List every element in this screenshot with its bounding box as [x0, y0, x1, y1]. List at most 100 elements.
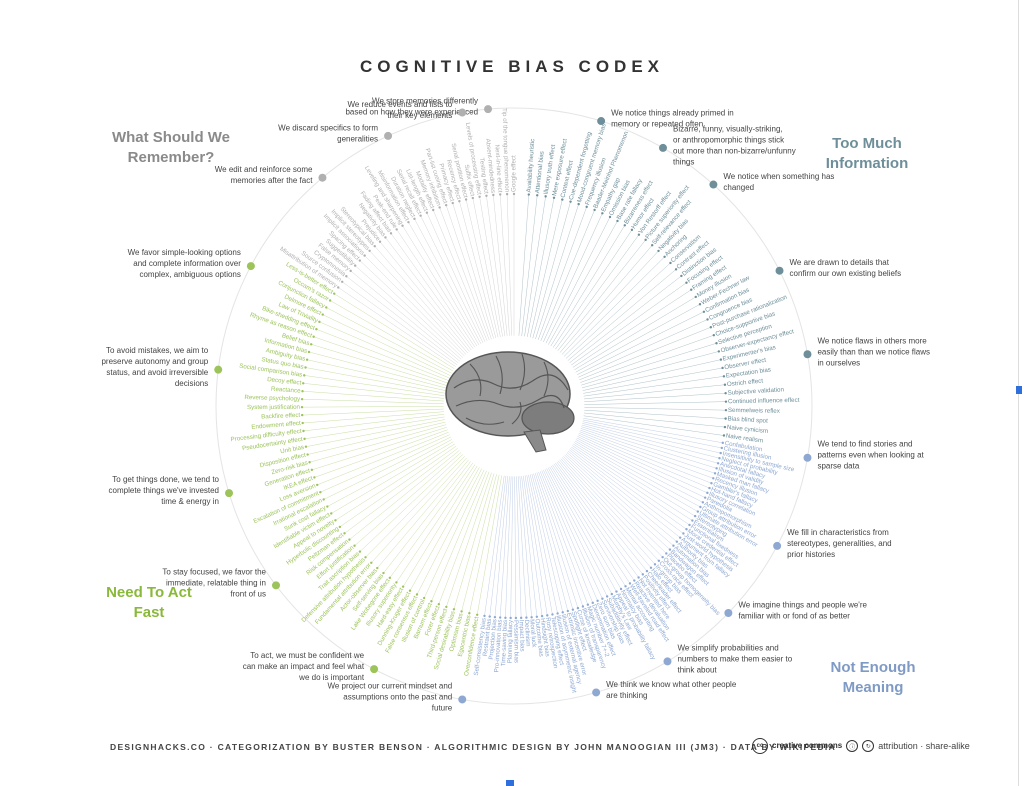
bias-label: Planning fallacy — [507, 619, 515, 663]
branch-line — [546, 468, 613, 595]
branch-dot — [408, 589, 412, 592]
branch-line — [445, 205, 492, 340]
branch-line — [580, 429, 714, 479]
branch-line — [335, 443, 455, 521]
branch-line — [517, 476, 527, 618]
selection-handle-bottom[interactable] — [506, 780, 514, 786]
branch-line — [571, 446, 687, 530]
branch-dot — [645, 569, 649, 573]
branch-line — [521, 195, 538, 337]
branch-dot — [313, 476, 316, 479]
branch-dot — [445, 605, 448, 609]
bias-label: Ostrich effect — [727, 378, 764, 389]
branch-line — [476, 475, 503, 615]
branch-line — [549, 466, 622, 590]
branch-dot — [551, 613, 554, 616]
group-dot — [225, 489, 234, 498]
branch-dot — [663, 255, 666, 258]
branch-line — [359, 260, 463, 358]
branch-dot — [719, 451, 722, 455]
bias-label: Semmelweis reflex — [728, 407, 781, 415]
branch-line — [349, 450, 460, 540]
branch-line — [346, 276, 459, 364]
branch-dot — [720, 446, 724, 450]
branch-dot — [302, 382, 305, 385]
branch-line — [565, 262, 671, 359]
bias-label: Google effect — [511, 155, 518, 192]
branch-dot — [624, 585, 627, 588]
branch-dot — [301, 390, 304, 393]
branch-dot — [309, 343, 313, 346]
group-dot — [803, 453, 812, 462]
branch-line — [409, 467, 480, 591]
branch-dot — [321, 313, 324, 316]
branch-dot — [644, 238, 647, 242]
bias-label: Projection bias — [488, 619, 499, 660]
group-dot — [659, 143, 667, 152]
branch-line — [550, 225, 626, 347]
branch-line — [576, 311, 705, 375]
bias-label: Naive cynicism — [727, 424, 769, 435]
branch-dot — [530, 616, 533, 619]
branch-dot — [723, 383, 727, 386]
branch-dot — [698, 303, 702, 306]
branch-dot — [546, 614, 549, 617]
branch-dot — [637, 233, 641, 236]
branch-line — [567, 269, 677, 361]
branch-line — [408, 222, 480, 346]
branch-dot — [337, 286, 340, 289]
branch-line — [570, 448, 684, 534]
branch-dot — [628, 582, 632, 585]
branch-line — [539, 471, 593, 603]
branch-line — [563, 456, 663, 558]
branch-line — [580, 334, 714, 383]
branch-line — [584, 384, 725, 400]
branch-line — [533, 473, 574, 610]
branch-dot — [665, 552, 668, 555]
branch-line — [538, 471, 589, 605]
branch-dot — [715, 342, 718, 345]
branch-dot — [601, 597, 604, 600]
branch-line — [579, 431, 712, 484]
branch-dot — [519, 616, 523, 620]
branch-line — [365, 456, 465, 558]
branch-line — [396, 464, 476, 583]
branch-line — [313, 336, 448, 384]
branch-line — [524, 475, 548, 616]
branch-line — [314, 429, 448, 478]
bias-label: System justification — [247, 404, 301, 411]
branch-line — [316, 328, 449, 381]
branch-dot — [444, 203, 448, 207]
branch-dot — [706, 318, 709, 321]
branch-dot — [623, 224, 627, 227]
branch-line — [389, 462, 473, 578]
branch-dot — [333, 292, 336, 295]
branch-line — [519, 476, 532, 618]
branch-dot — [712, 477, 715, 480]
branch-line — [566, 452, 674, 546]
branch-line — [547, 467, 617, 592]
outer-ring — [215, 107, 813, 705]
branch-line — [575, 439, 701, 508]
branch-line — [582, 423, 720, 459]
branch-line — [439, 207, 490, 341]
branch-dot — [678, 536, 682, 539]
branch-dot — [699, 505, 702, 509]
branch-dot — [581, 605, 585, 608]
branch-dot — [305, 358, 309, 361]
branch-line — [472, 197, 501, 337]
bias-label: Endowment effect — [251, 420, 301, 431]
selection-handle-right[interactable] — [1016, 386, 1022, 394]
branch-dot — [498, 616, 502, 619]
branch-line — [569, 449, 681, 538]
branch-line — [499, 476, 510, 618]
branch-dot — [363, 254, 366, 257]
branch-line — [486, 195, 506, 337]
branch-line — [572, 445, 690, 526]
branch-line — [541, 470, 598, 601]
branch-dot — [413, 217, 416, 221]
group-dot — [724, 609, 733, 618]
